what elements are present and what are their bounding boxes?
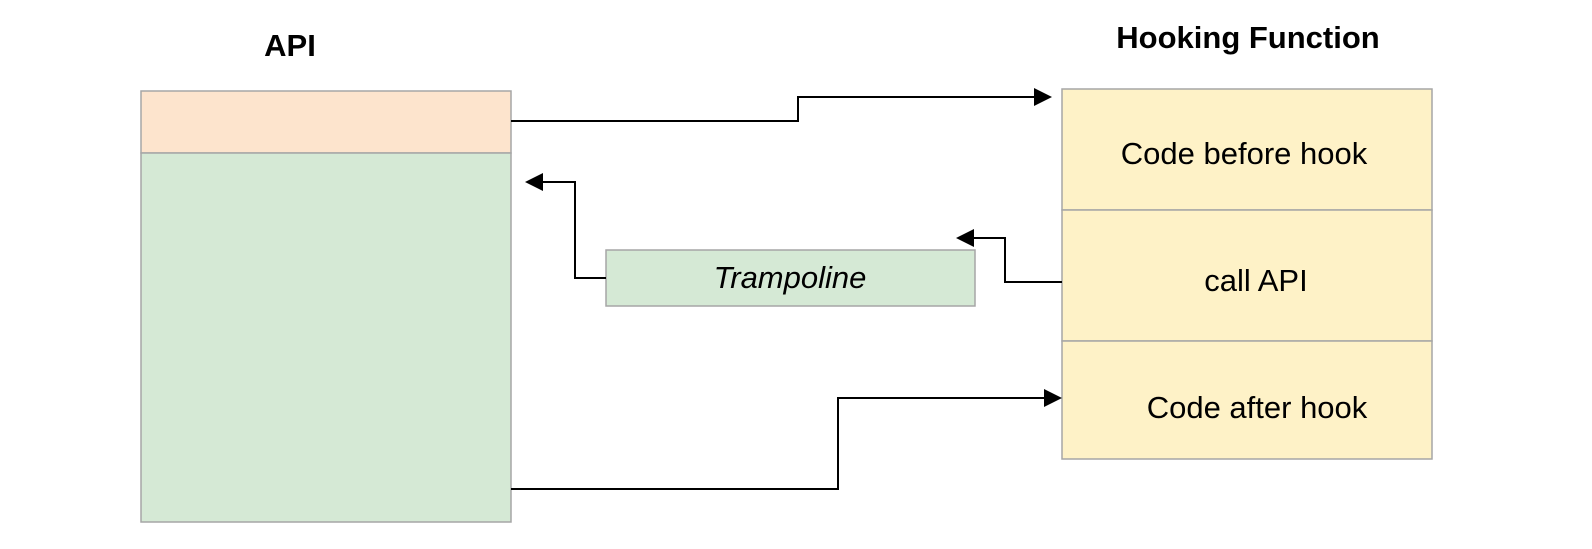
call-api-label: call API [1204, 263, 1307, 298]
trampoline-label: Trampoline [714, 260, 867, 295]
api-block [140, 90, 512, 523]
connector-trampoline-to-api [541, 181, 606, 279]
code-after-hook-label: Code after hook [1147, 390, 1368, 425]
arrowhead-api-to-after-hook [1044, 389, 1062, 407]
arrowhead-api-to-hook [1034, 88, 1052, 106]
connectors [511, 88, 1062, 490]
api-header-region [140, 90, 512, 154]
code-before-hook-section [1061, 88, 1433, 211]
connector-api-to-hook [511, 96, 1036, 122]
hooking-function-block: Code before hook call API Code after hoo… [1061, 88, 1433, 460]
arrowhead-trampoline-to-api [525, 173, 543, 191]
arrowhead-call-to-trampoline [956, 229, 974, 247]
connector-api-to-after-hook [511, 397, 1046, 490]
api-body-region [140, 152, 512, 523]
code-after-hook-section [1061, 340, 1433, 460]
trampoline-block: Trampoline [605, 249, 976, 307]
hooking-function-title: Hooking Function [1116, 20, 1379, 55]
connector-call-to-trampoline [972, 237, 1062, 283]
code-before-hook-label: Code before hook [1121, 136, 1368, 171]
trampoline-box [605, 249, 976, 307]
call-api-section [1061, 209, 1433, 342]
api-title: API [264, 28, 316, 63]
